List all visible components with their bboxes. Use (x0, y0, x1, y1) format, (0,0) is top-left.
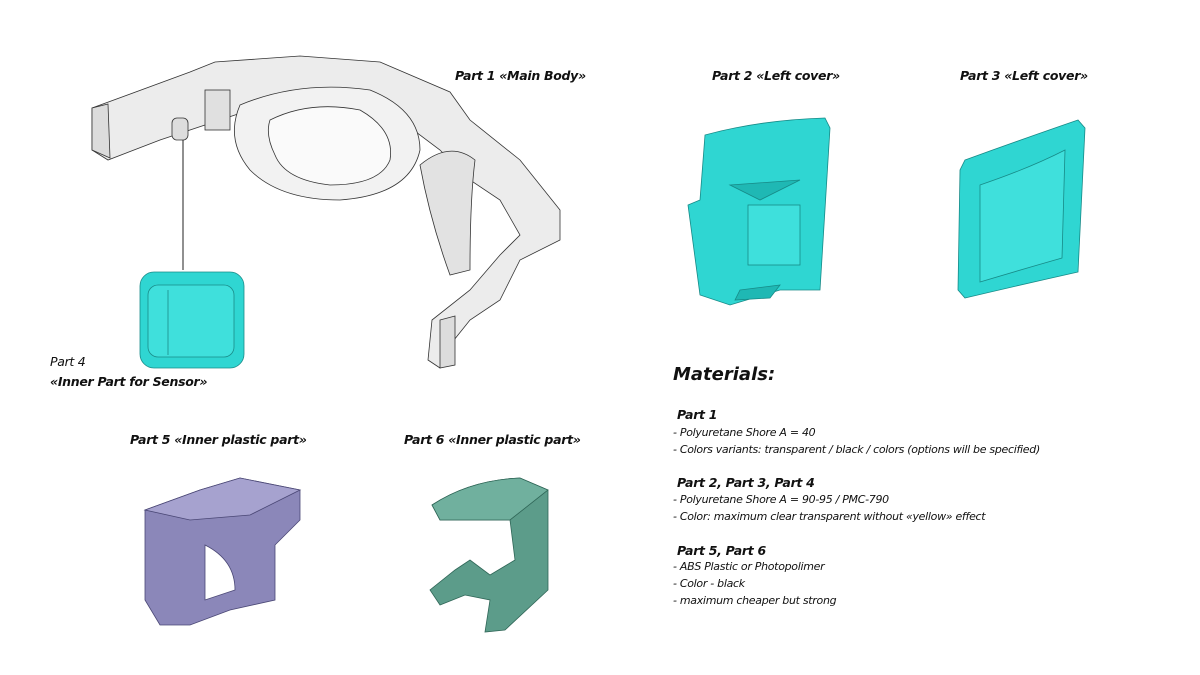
materials-line: - Color - black (673, 577, 745, 590)
part4-label-line1: Part 4 (50, 354, 86, 369)
part5-label: Part 5 «Inner plastic part» (130, 432, 307, 447)
materials-heading: Part 2, Part 3, Part 4 (677, 475, 815, 490)
part4-label-line2: «Inner Part for Sensor» (50, 374, 208, 389)
materials-title: Materials: (673, 364, 776, 385)
materials-heading: Part 5, Part 6 (677, 543, 766, 558)
part2-label: Part 2 «Left cover» (712, 68, 840, 83)
part1-label: Part 1 «Main Body» (455, 68, 586, 83)
materials-line: - Polyuretane Shore A = 40 (673, 426, 816, 439)
materials-line: - Polyuretane Shore A = 90-95 / PMC-790 (673, 493, 889, 506)
materials-line: - Colors variants: transparent / black /… (673, 443, 1040, 456)
part2-left-cover-drawing (687, 117, 831, 306)
part4-sensor-part-drawing (139, 271, 245, 369)
part3-left-cover-drawing (957, 119, 1086, 299)
materials-line: - ABS Plastic or Photopolimer (673, 560, 825, 573)
part6-label: Part 6 «Inner plastic part» (404, 432, 581, 447)
part5-inner-plastic-drawing (143, 477, 302, 626)
part1-main-body-drawing (91, 55, 561, 369)
part3-label: Part 3 «Left cover» (960, 68, 1088, 83)
materials-line: - Color: maximum clear transparent witho… (673, 510, 986, 523)
materials-line: - maximum cheaper but strong (673, 594, 837, 607)
materials-heading: Part 1 (677, 407, 718, 422)
part6-inner-plastic-drawing (429, 477, 549, 633)
